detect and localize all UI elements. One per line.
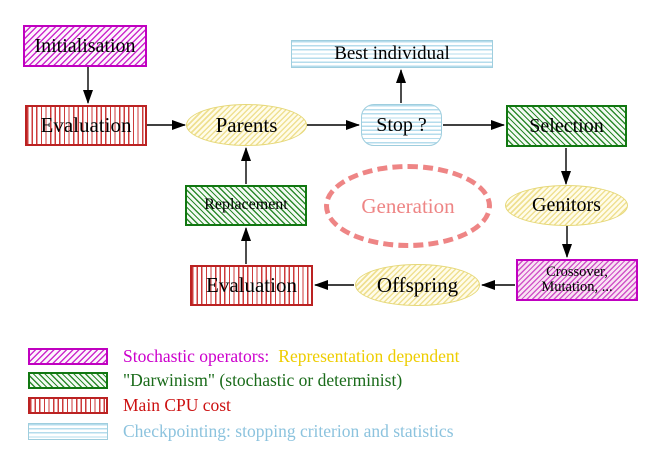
node-stop: Stop ? bbox=[361, 104, 442, 146]
crossover-line1: Crossover, bbox=[546, 263, 608, 280]
crossover-line2: Mutation, ... bbox=[541, 279, 613, 295]
legend-swatch-magenta-hatch bbox=[28, 348, 108, 365]
node-crossover-mutation: Crossover, Mutation, ... bbox=[516, 259, 638, 301]
legend-swatch-green-hatch bbox=[28, 372, 108, 389]
legend-label-checkpointing: Checkpointing: stopping criterion and st… bbox=[123, 421, 454, 441]
legend-swatch-red-stripes bbox=[28, 397, 108, 414]
legend-label-darwinism: "Darwinism" (stochastic or determinist) bbox=[123, 370, 403, 390]
node-generation-cycle: Generation bbox=[324, 164, 492, 248]
legend-row-checkpointing: Checkpointing: stopping criterion and st… bbox=[28, 421, 454, 441]
legend-label-representation: Representation dependent bbox=[278, 346, 460, 366]
node-evaluation-top: Evaluation bbox=[25, 105, 147, 146]
node-replacement: Replacement bbox=[185, 185, 307, 226]
legend-label-stochastic: Stochastic operators: bbox=[123, 346, 270, 366]
legend-row-stochastic-operators: Stochastic operators: Representation depe… bbox=[28, 346, 460, 367]
node-selection: Selection bbox=[506, 105, 627, 147]
legend-row-cpu-cost: Main CPU cost bbox=[28, 395, 231, 415]
legend-label-cpu-cost: Main CPU cost bbox=[123, 395, 231, 415]
legend-text: Stochastic operators: Representation depe… bbox=[123, 346, 460, 367]
node-offspring: Offspring bbox=[355, 264, 480, 306]
node-evaluation-bottom: Evaluation bbox=[190, 265, 313, 306]
legend-swatch-cyan-stripes bbox=[28, 423, 108, 440]
legend-row-darwinism: "Darwinism" (stochastic or determinist) bbox=[28, 370, 403, 390]
node-best-individual: Best individual bbox=[291, 40, 493, 68]
node-initialisation: Initialisation bbox=[23, 25, 147, 67]
node-parents: Parents bbox=[186, 104, 307, 146]
node-genitors: Genitors bbox=[505, 185, 628, 226]
